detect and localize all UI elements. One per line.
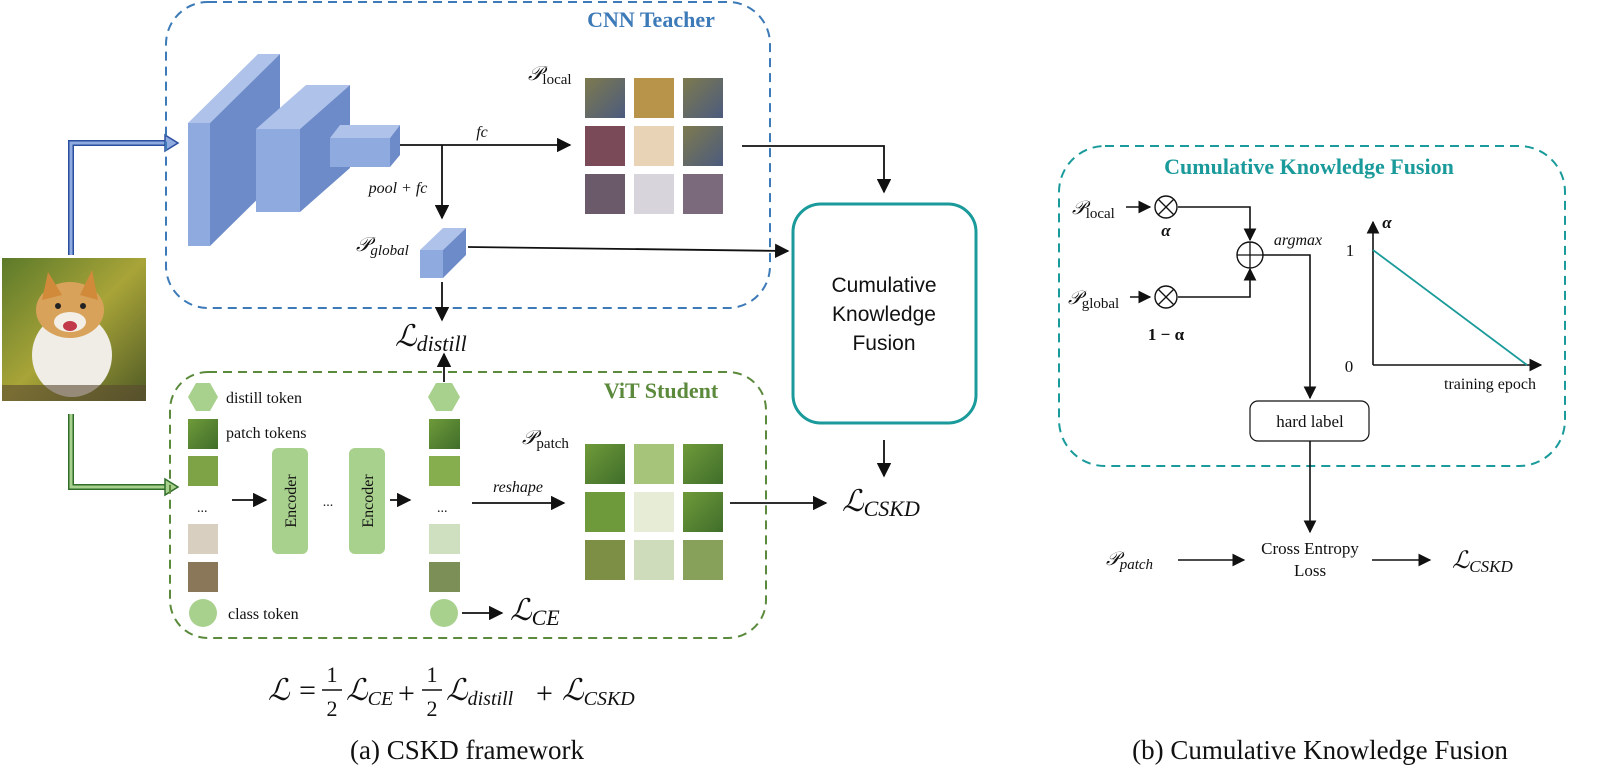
- distill-token-hexagon: [188, 383, 218, 411]
- patch-tokens-label: patch tokens: [226, 425, 306, 442]
- encoder-block-2: [349, 448, 385, 554]
- caption-b: (b) Cumulative Knowledge Fusion: [1132, 735, 1508, 765]
- multiply-alpha-icon: [1154, 195, 1178, 219]
- input-dog-image: [2, 258, 146, 401]
- eq-lhs: ℒ =: [268, 674, 317, 707]
- p-local-to-fusion-arrow: [742, 145, 892, 194]
- class-token-circle: [189, 599, 217, 627]
- caption-a: (a) CSKD framework: [350, 735, 584, 765]
- ckf-detail-title: Cumulative Knowledge Fusion: [1164, 154, 1454, 179]
- p-global-block: [420, 228, 466, 278]
- class-token-out: [430, 599, 458, 627]
- alpha-weight-label: α: [1161, 221, 1171, 240]
- eq-half-den-1: 2: [327, 696, 338, 721]
- rp-p-global-label: 𝒫global: [1068, 288, 1119, 312]
- rp-p-local-label: 𝒫local: [1072, 198, 1115, 222]
- cross-entropy-line-1: Cross Entropy: [1261, 539, 1359, 558]
- fusion-box-line-3: Fusion: [852, 332, 915, 355]
- one-minus-alpha-label: 1 − α: [1148, 325, 1185, 344]
- cnn-teacher-box: [165, 1, 771, 309]
- plot-y-tick-0: 0: [1345, 357, 1354, 376]
- eq-term-cskd: ℒCSKD: [562, 674, 635, 710]
- multiply-one-minus-alpha-icon: [1154, 285, 1178, 309]
- vit-student-title: ViT Student: [604, 378, 719, 403]
- patch-token-1: [188, 419, 218, 449]
- reshape-label: reshape: [493, 479, 543, 496]
- eq-term-distill: ℒdistill: [446, 674, 514, 710]
- fusion-box-line-1: Cumulative: [831, 274, 936, 297]
- p-patch-grid: [585, 444, 723, 580]
- cnn-blocks: [188, 54, 400, 246]
- patch-token-2: [188, 456, 218, 486]
- cumulative-knowledge-fusion-box: [791, 202, 978, 425]
- p-global-to-fusion-arrow: [467, 243, 790, 259]
- patch-token-4: [188, 562, 218, 592]
- plot-y-label: α: [1382, 213, 1392, 232]
- eq-term-ce: ℒCE: [346, 674, 393, 710]
- plot-x-label: training epoch: [1444, 376, 1536, 393]
- total-loss-equation: ℒ = 1 2 ℒCE + 1 2 ℒdistill + ℒCSKD: [268, 662, 635, 721]
- patch-token-out-4: [429, 562, 460, 592]
- patch-token-out-3: [429, 524, 460, 554]
- distill-token-out: [428, 383, 460, 411]
- plot-y-tick-1: 1: [1346, 241, 1355, 260]
- eq-half-num-2: 1: [427, 662, 438, 687]
- distill-token-label: distill token: [226, 390, 302, 407]
- fc-label: fc: [476, 124, 488, 141]
- eq-plus-1: +: [398, 677, 415, 710]
- p-patch-label: 𝒫patch: [522, 427, 569, 452]
- cnn-teacher-title: CNN Teacher: [587, 7, 715, 32]
- pool-fc-label: pool + fc: [368, 180, 428, 197]
- alpha-schedule-plot: α 1 0 training epoch: [1345, 213, 1543, 393]
- patch-token-out-2: [429, 456, 460, 486]
- alpha-decay-line: [1372, 249, 1528, 366]
- eq-plus-2: +: [536, 677, 553, 710]
- p-global-label: 𝒫global: [356, 234, 409, 259]
- vit-student-box: [169, 371, 767, 639]
- patch-token-3: [188, 524, 218, 554]
- cross-entropy-line-2: Loss: [1294, 561, 1326, 580]
- rp-l-cskd-label: ℒCSKD: [1452, 548, 1513, 576]
- patch-token-out-1: [429, 419, 460, 449]
- l-cskd-label: ℒCSKD: [842, 485, 920, 521]
- input-arrows: [68, 133, 180, 497]
- l-distill-label: ℒdistill: [395, 320, 467, 356]
- eq-half-den-2: 2: [427, 696, 438, 721]
- ellipsis-left: ...: [197, 501, 208, 516]
- l-ce-label: ℒCE: [510, 594, 560, 630]
- fusion-box-line-2: Knowledge: [832, 303, 936, 326]
- class-token-label: class token: [228, 606, 299, 623]
- argmax-label: argmax: [1274, 232, 1322, 249]
- eq-half-num-1: 1: [327, 662, 338, 687]
- sum-icon: [1236, 241, 1264, 269]
- encoder-block-1: [272, 448, 308, 554]
- ellipsis-right: ...: [437, 501, 448, 516]
- ellipsis-encoders: ...: [323, 495, 334, 510]
- p-local-label: 𝒫local: [528, 63, 572, 88]
- encoder-label-1: Encoder: [283, 474, 300, 528]
- rp-p-patch-label: 𝒫patch: [1106, 549, 1153, 573]
- encoder-label-2: Encoder: [360, 474, 377, 528]
- ckf-detail-box: [1058, 145, 1566, 467]
- p-local-grid: [585, 78, 723, 214]
- hard-label-text: hard label: [1276, 412, 1344, 431]
